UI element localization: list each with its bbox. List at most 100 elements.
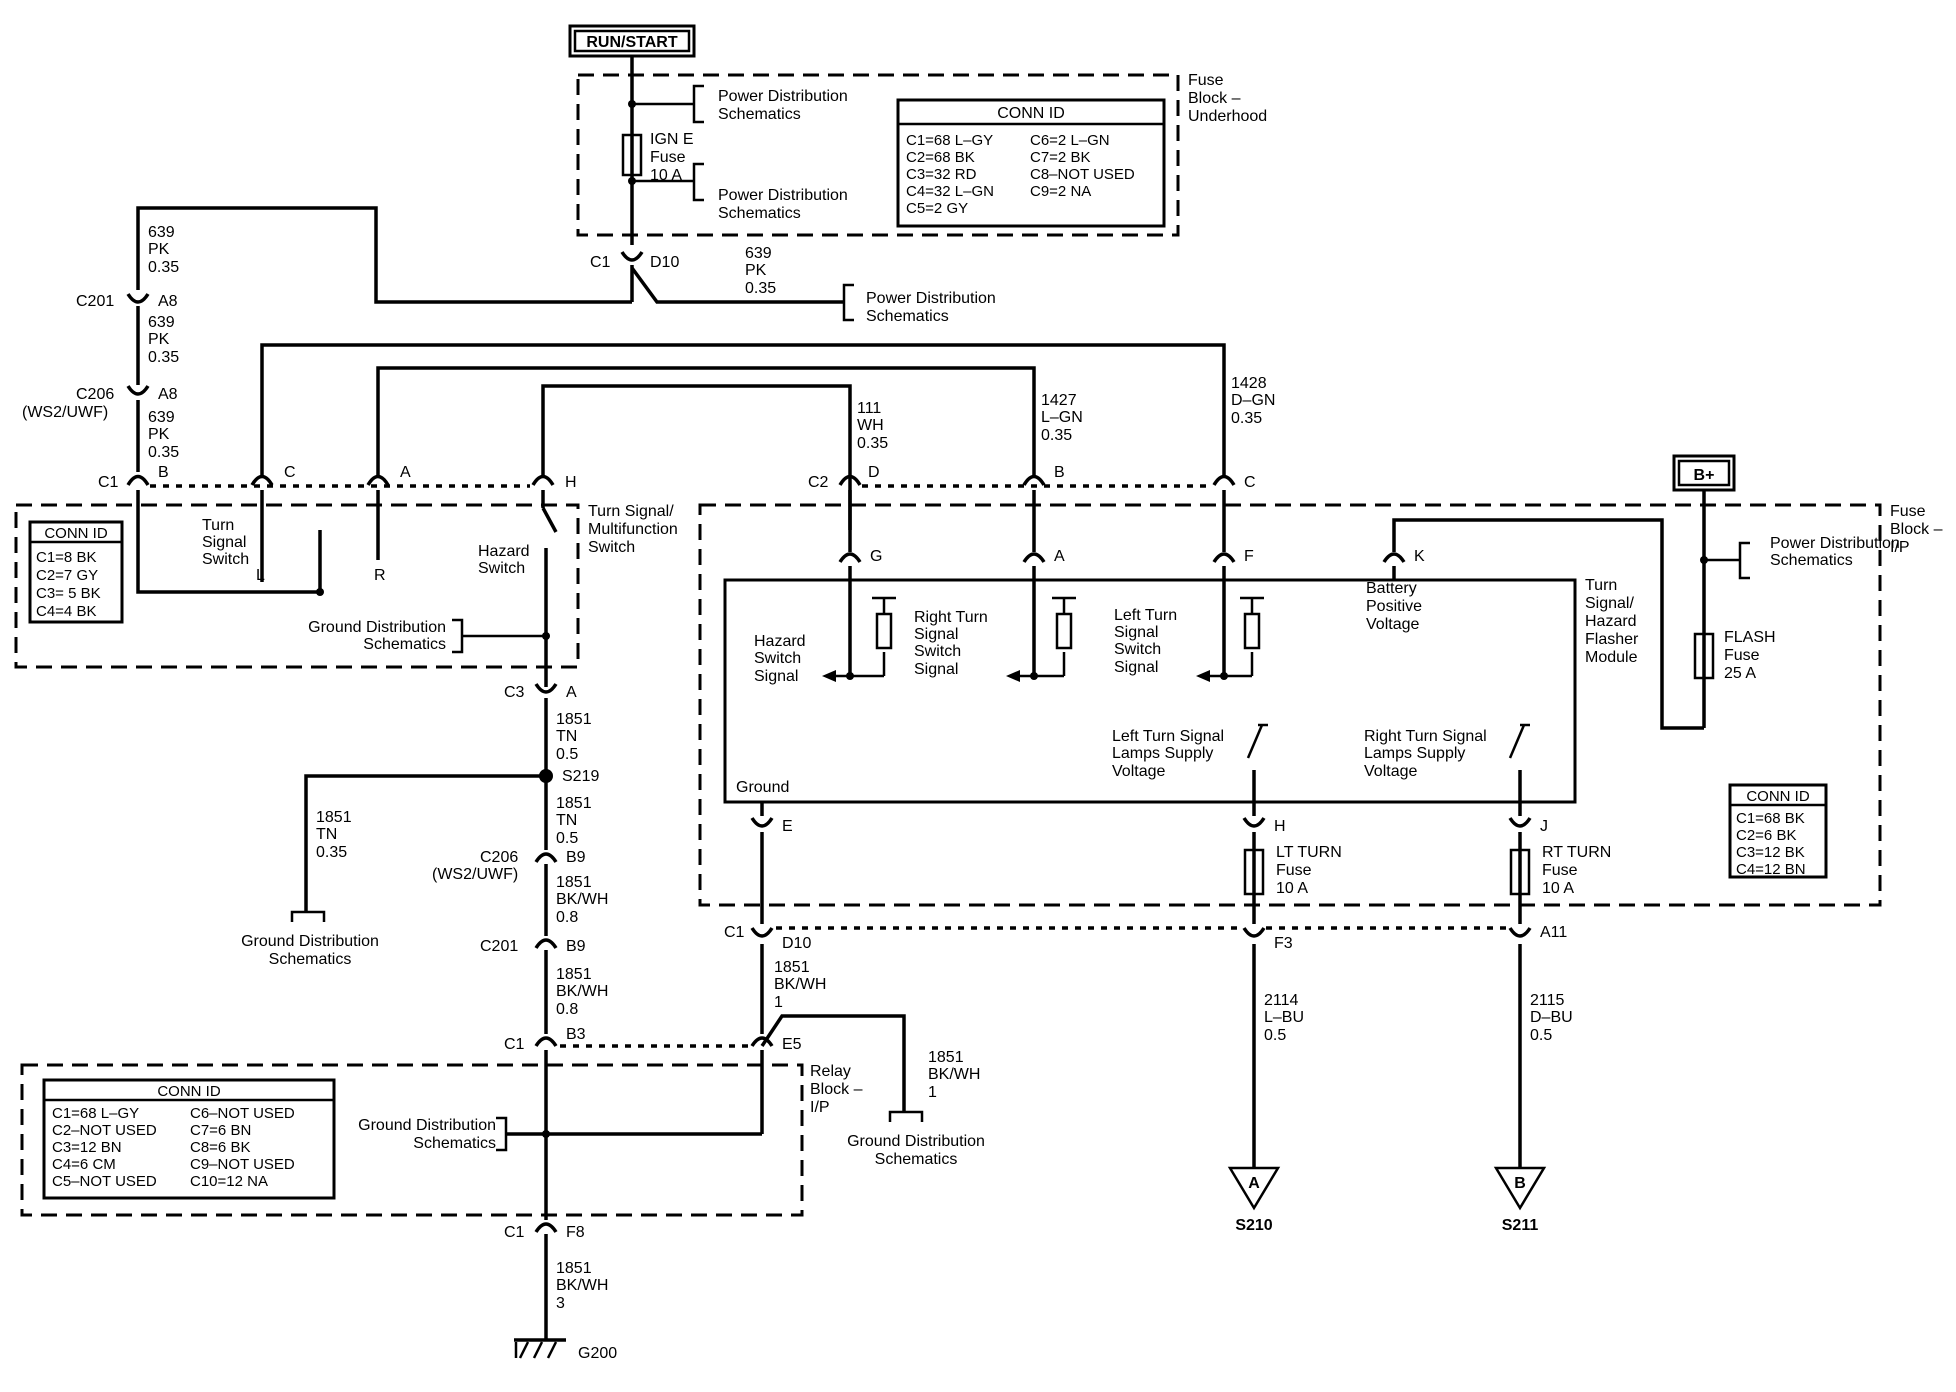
svg-text:Ground Distribution: Ground Distribution <box>308 619 446 636</box>
svg-text:1851: 1851 <box>928 1049 964 1066</box>
svg-text:1851: 1851 <box>774 959 810 976</box>
svg-text:C9–NOT USED: C9–NOT USED <box>190 1156 295 1173</box>
svg-text:C10=12 NA: C10=12 NA <box>190 1173 268 1190</box>
svg-text:WH: WH <box>857 417 884 434</box>
svg-text:RT TURN: RT TURN <box>1542 844 1611 861</box>
svg-text:C2–NOT USED: C2–NOT USED <box>52 1122 157 1139</box>
svg-text:Lamps Supply: Lamps Supply <box>1364 745 1465 762</box>
offpage-reference-a-icon: A <box>1227 1166 1281 1211</box>
run-start-label: RUN/START <box>586 34 677 51</box>
svg-text:C2: C2 <box>808 474 829 491</box>
svg-text:Right Turn: Right Turn <box>914 609 988 626</box>
svg-text:1851: 1851 <box>556 711 592 728</box>
svg-text:1851: 1851 <box>556 1260 592 1277</box>
svg-text:C1=8 BK: C1=8 BK <box>36 549 96 566</box>
svg-text:Positive: Positive <box>1366 598 1422 615</box>
svg-text:B: B <box>158 464 169 481</box>
svg-text:F3: F3 <box>1274 935 1293 952</box>
svg-text:G200: G200 <box>578 1345 617 1362</box>
svg-text:C5=2 GY: C5=2 GY <box>906 200 968 217</box>
svg-text:Switch: Switch <box>754 650 801 667</box>
svg-text:0.8: 0.8 <box>556 1001 578 1018</box>
svg-text:1851: 1851 <box>556 874 592 891</box>
svg-text:10 A: 10 A <box>1542 880 1574 897</box>
svg-text:A: A <box>566 684 577 701</box>
svg-text:Ground Distribution: Ground Distribution <box>358 1117 496 1134</box>
svg-text:C206: C206 <box>480 849 518 866</box>
svg-text:I/P: I/P <box>1890 539 1910 556</box>
svg-text:C1: C1 <box>724 924 745 941</box>
svg-text:C6=2 L–GN: C6=2 L–GN <box>1030 132 1110 149</box>
svg-text:0.35: 0.35 <box>148 444 179 461</box>
svg-text:D10: D10 <box>782 935 811 952</box>
svg-text:C4=6 CM: C4=6 CM <box>52 1156 116 1173</box>
svg-text:F: F <box>1244 548 1254 565</box>
svg-text:639: 639 <box>148 314 175 331</box>
svg-text:Schematics: Schematics <box>363 636 446 653</box>
svg-text:TN: TN <box>556 728 577 745</box>
svg-text:Schematics: Schematics <box>1770 552 1853 569</box>
svg-text:Block –: Block – <box>810 1081 863 1098</box>
ign-fuse-label-1: IGN E <box>650 131 694 148</box>
svg-text:10 A: 10 A <box>1276 880 1308 897</box>
svg-text:Fuse: Fuse <box>1724 647 1760 664</box>
svg-text:0.8: 0.8 <box>556 909 578 926</box>
svg-text:C3: C3 <box>504 684 525 701</box>
conn-id-ip-fuse-block: CONN ID C1=68 BK C2=6 BK C3=12 BK C4=12 … <box>1728 783 1828 879</box>
svg-text:C8–NOT USED: C8–NOT USED <box>1030 166 1135 183</box>
svg-text:I/P: I/P <box>810 1099 830 1116</box>
svg-text:CONN ID: CONN ID <box>1746 788 1810 805</box>
fuse-block-ip: Fuse Block – I/P <box>698 503 1943 907</box>
svg-text:C: C <box>284 464 296 481</box>
svg-text:C4=32 L–GN: C4=32 L–GN <box>906 183 994 200</box>
power-dist-1b: Schematics <box>718 106 801 123</box>
conn-id-switch: CONN ID C1=8 BK C2=7 GY C3= 5 BK C4=4 BK <box>28 520 124 624</box>
svg-text:C7=2 BK: C7=2 BK <box>1030 149 1090 166</box>
svg-text:Switch: Switch <box>588 539 635 556</box>
svg-text:C1=68 BK: C1=68 BK <box>1736 810 1805 827</box>
svg-text:B3: B3 <box>566 1026 586 1043</box>
svg-text:0.5: 0.5 <box>556 746 578 763</box>
svg-text:S211: S211 <box>1502 1217 1539 1234</box>
svg-text:0.35: 0.35 <box>1041 427 1072 444</box>
svg-text:C1: C1 <box>504 1224 525 1241</box>
svg-text:Left Turn: Left Turn <box>1114 607 1177 624</box>
svg-text:Module: Module <box>1585 649 1638 666</box>
svg-text:Turn: Turn <box>1585 577 1617 594</box>
svg-text:K: K <box>1414 548 1425 565</box>
svg-text:Left Turn Signal: Left Turn Signal <box>1112 728 1224 745</box>
svg-text:Fuse: Fuse <box>1542 862 1578 879</box>
svg-text:Signal: Signal <box>914 626 958 643</box>
svg-text:BK/WH: BK/WH <box>556 891 608 908</box>
svg-text:Hazard: Hazard <box>478 543 530 560</box>
svg-text:D–GN: D–GN <box>1231 392 1275 409</box>
svg-text:F8: F8 <box>566 1224 585 1241</box>
hazard-switch-signal-input <box>822 596 896 682</box>
svg-text:PK: PK <box>148 331 170 348</box>
svg-text:0.35: 0.35 <box>316 844 347 861</box>
svg-text:H: H <box>565 474 577 491</box>
svg-text:C201: C201 <box>76 293 114 310</box>
svg-text:1428: 1428 <box>1231 375 1267 392</box>
svg-text:3: 3 <box>556 1295 565 1312</box>
svg-text:C1=68 L–GY: C1=68 L–GY <box>906 132 993 149</box>
fuse-block-underhood-label-1: Fuse <box>1188 72 1224 89</box>
svg-text:S210: S210 <box>1235 1217 1272 1234</box>
svg-text:L–GN: L–GN <box>1041 409 1083 426</box>
svg-text:1427: 1427 <box>1041 392 1077 409</box>
svg-text:G: G <box>870 548 882 565</box>
svg-text:Lamps Supply: Lamps Supply <box>1112 745 1213 762</box>
turn-signal-hazard-flasher-module: Turn Signal/ Hazard Flasher Module <box>723 577 1639 804</box>
svg-text:0.5: 0.5 <box>1264 1027 1286 1044</box>
fuse-block-underhood-label-3: Underhood <box>1188 108 1267 125</box>
svg-text:1: 1 <box>928 1084 937 1101</box>
svg-text:D10: D10 <box>650 254 679 271</box>
svg-text:FLASH: FLASH <box>1724 629 1776 646</box>
svg-text:Fuse: Fuse <box>1276 862 1312 879</box>
svg-text:C4=4 BK: C4=4 BK <box>36 603 96 620</box>
svg-text:Signal: Signal <box>202 534 246 551</box>
svg-text:C4=12 BN: C4=12 BN <box>1736 861 1806 878</box>
svg-text:E5: E5 <box>782 1036 802 1053</box>
svg-text:0.35: 0.35 <box>148 349 179 366</box>
svg-text:A: A <box>1248 1175 1260 1192</box>
